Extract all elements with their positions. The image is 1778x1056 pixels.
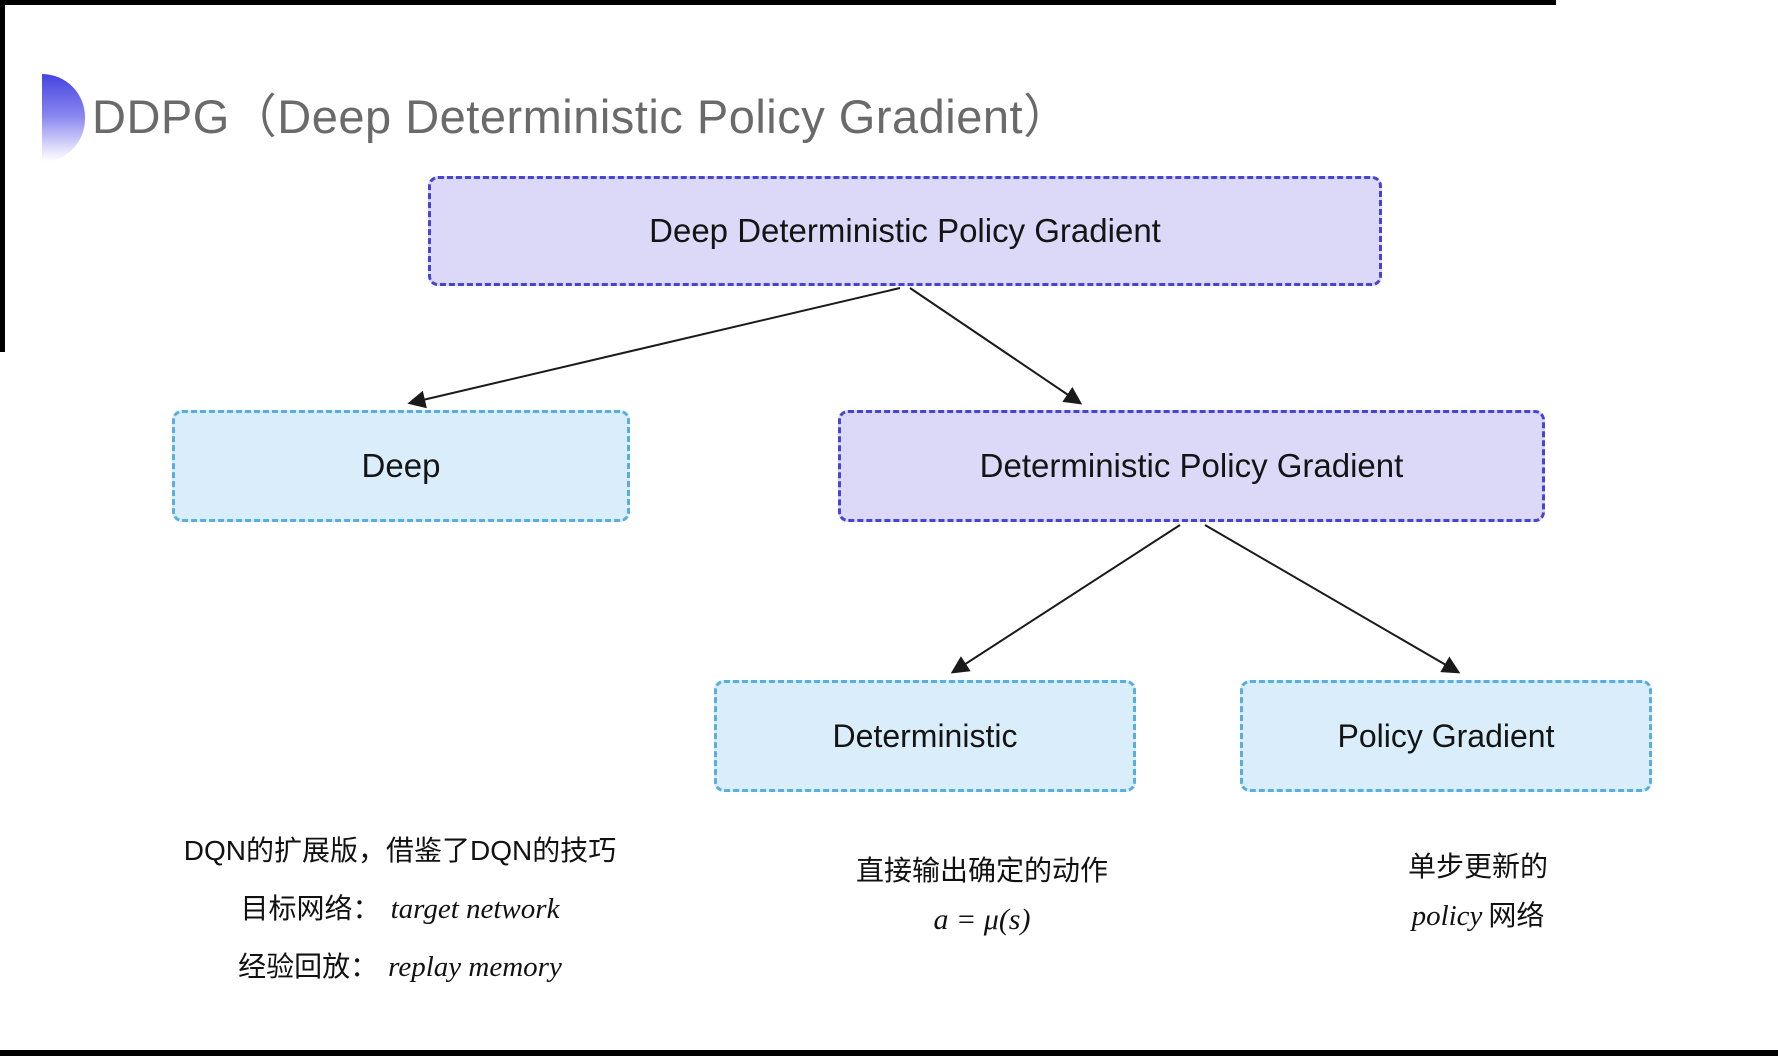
edge-root-to-dpg-arrow [909,287,1083,405]
edge-dpg-to-deterministic-arrow [950,524,1181,674]
annotation-deep: DQN的扩展版，借鉴了DQN的技巧 目标网络： target network 经验… [110,822,690,996]
replay-memory-label-en: replay memory [388,951,562,983]
node-policy-gradient: Policy Gradient [1240,680,1652,792]
node-ddpg: Deep Deterministic Policy Gradient [428,176,1382,286]
annotation-formula: a = μ(s) [762,895,1202,944]
edge-dpg-to-policy-gradient-arrow [1204,524,1461,674]
node-label: Deep Deterministic Policy Gradient [649,212,1161,249]
edge-root-to-deep-arrow [407,287,901,409]
node-label: Deterministic [832,717,1018,754]
page-title: DDPG（Deep Deterministic Policy Gradient） [92,90,1071,143]
annotation-line: 经验回放： replay memory [110,938,690,996]
letterbox-top [0,0,1556,5]
policy-network-label-en: policy [1411,900,1483,932]
annotation-line: 单步更新的 [1407,851,1548,882]
target-network-label-en: target network [390,893,560,925]
target-network-label-zh: 目标网络： [240,893,381,924]
annotation-line: DQN的扩展版，借鉴了DQN的技巧 [183,835,617,866]
node-label: Deep [361,447,441,484]
annotation-line: 目标网络： target network [110,880,690,938]
node-label: Deterministic Policy Gradient [979,447,1404,484]
annotation-deterministic: 直接输出确定的动作 a = μ(s) [762,846,1202,944]
node-deep: Deep [172,410,630,522]
node-deterministic: Deterministic [714,680,1136,792]
annotation-line: 直接输出确定的动作 [855,855,1108,886]
letterbox-left [0,0,5,352]
letterbox-bottom [0,1050,1778,1056]
node-label: Policy Gradient [1337,717,1555,754]
formula-a-mu-s: a = μ(s) [933,903,1031,936]
replay-memory-label-zh: 经验回放： [238,951,379,982]
node-deterministic-policy-gradient: Deterministic Policy Gradient [838,410,1545,522]
policy-network-label-zh: 网络 [1488,900,1545,931]
